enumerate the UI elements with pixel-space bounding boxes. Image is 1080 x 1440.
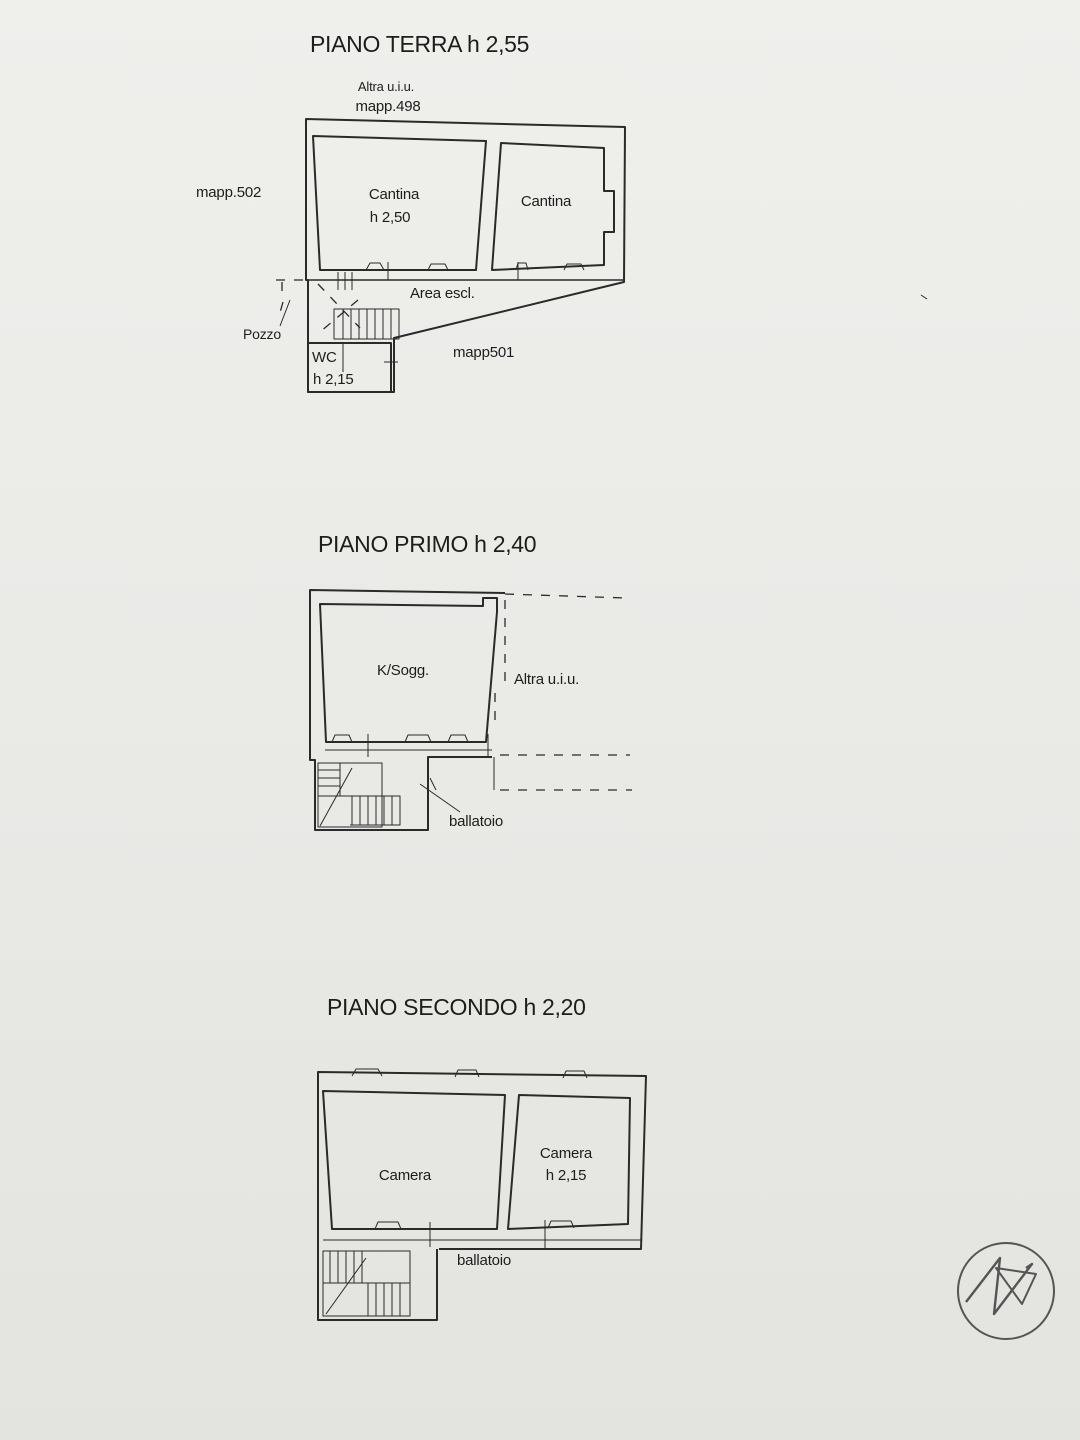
label-wc-height: h 2,15: [313, 371, 354, 388]
label-altra-uiu-first: Altra u.i.u.: [514, 671, 580, 688]
label-ballatoio-first: ballatoio: [449, 813, 504, 830]
label-altra-uiu-ground: Altra u.i.u.: [357, 79, 415, 94]
label-mapp-501: mapp501: [453, 344, 515, 361]
label-k-sogg: K/Sogg.: [377, 662, 429, 679]
label-pozzo: Pozzo: [243, 326, 281, 342]
label-mapp-502: mapp.502: [196, 184, 262, 201]
label-area-escl: Area escl.: [410, 285, 475, 302]
smudge-mark: [920, 294, 928, 300]
label-cantina-1-height: h 2,50: [369, 209, 411, 226]
label-camera-2: Camera: [539, 1145, 593, 1162]
ground-floor-plan: [276, 118, 626, 393]
label-mapp-498: mapp.498: [355, 98, 421, 115]
label-camera-2-height: h 2,15: [545, 1167, 587, 1184]
label-cantina-2: Cantina: [520, 193, 572, 210]
label-cantina-1: Cantina: [368, 186, 420, 203]
first-floor-plan: [309, 589, 632, 831]
first-floor-title: PIANO PRIMO h 2,40: [318, 531, 537, 557]
north-arrow-icon: [957, 1242, 1055, 1340]
label-ballatoio-second: ballatoio: [457, 1252, 512, 1269]
ground-floor-title: PIANO TERRA h 2,55: [310, 31, 530, 57]
label-camera-1: Camera: [378, 1167, 432, 1184]
label-wc: WC: [312, 349, 337, 366]
second-floor-title: PIANO SECONDO h 2,20: [327, 994, 586, 1020]
second-floor-plan: [317, 1068, 647, 1321]
